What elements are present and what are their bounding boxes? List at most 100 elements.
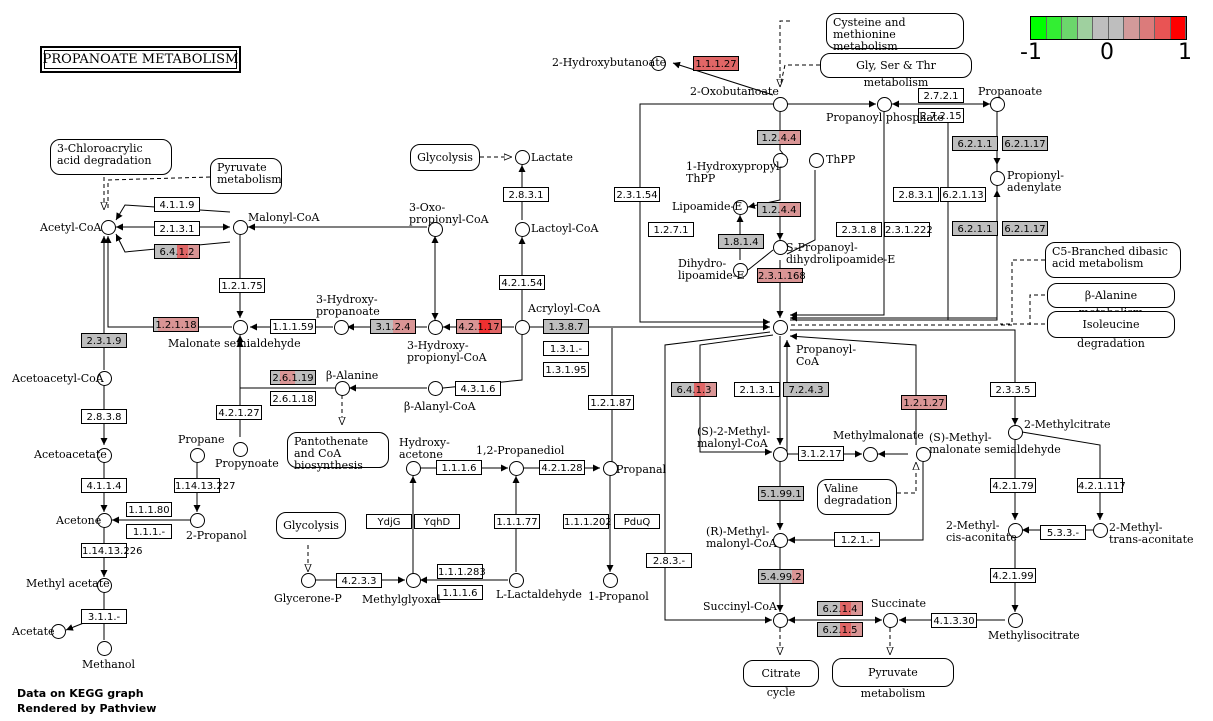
enzyme-node[interactable]: 6.2.1.1 (952, 221, 998, 236)
enzyme-node[interactable]: 5.3.3.- (1040, 525, 1086, 540)
compound-node[interactable] (189, 447, 205, 463)
enzyme-node[interactable]: 5.1.99.1 (758, 486, 804, 501)
enzyme-node[interactable]: 4.2.1.27 (216, 405, 262, 420)
enzyme-node[interactable]: 3.1.2.4 (370, 319, 416, 334)
enzyme-node[interactable]: 4.2.1.79 (990, 478, 1036, 493)
enzyme-node[interactable]: 2.1.3.1 (734, 382, 780, 397)
compound-node[interactable] (989, 96, 1005, 112)
enzyme-node[interactable]: 1.14.13.226 (81, 543, 142, 558)
enzyme-node[interactable]: 4.1.1.4 (81, 478, 127, 493)
compound-node[interactable] (732, 262, 748, 278)
enzyme-node[interactable]: 6.2.1.17 (1002, 136, 1048, 151)
compound-node[interactable] (189, 512, 205, 528)
compound-node[interactable] (772, 152, 788, 168)
pathway-map-link[interactable]: Gly, Ser & Thr metabolism (820, 53, 972, 89)
compound-node[interactable] (1092, 522, 1108, 538)
pathway-map-link[interactable]: C5-Branched dibasic acid metabolism (1045, 242, 1181, 278)
enzyme-node[interactable]: 1.1.1.283 (437, 564, 486, 579)
pathway-map-link[interactable]: Glycolysis (410, 144, 480, 171)
enzyme-node[interactable]: 1.3.8.7 (543, 319, 589, 334)
enzyme-node[interactable]: 1.2.4.4 (757, 202, 801, 217)
compound-node[interactable] (333, 319, 349, 335)
enzyme-node[interactable]: 2.6.1.19 (270, 370, 316, 385)
enzyme-node[interactable]: 5.4.99.2 (758, 569, 804, 584)
enzyme-node[interactable]: 1.3.1.- (543, 341, 589, 356)
enzyme-node[interactable]: 2.8.3.- (646, 553, 692, 568)
pathway-map-link[interactable]: Valine degradation (817, 479, 897, 515)
compound-node[interactable] (808, 152, 824, 168)
enzyme-node[interactable]: 4.2.1.17 (456, 319, 502, 334)
compound-node[interactable] (232, 441, 248, 457)
enzyme-node[interactable]: 1.1.1.6 (436, 460, 482, 475)
compound-node[interactable] (232, 319, 248, 335)
enzyme-node[interactable]: 4.2.1.28 (539, 460, 585, 475)
compound-node[interactable] (772, 612, 788, 628)
enzyme-node[interactable]: 1.2.1.75 (219, 278, 265, 293)
compound-node[interactable] (772, 532, 788, 548)
compound-node[interactable] (96, 447, 112, 463)
enzyme-node[interactable]: 1.1.1.6 (437, 585, 483, 600)
enzyme-node[interactable]: 7.2.4.3 (783, 382, 829, 397)
compound-node[interactable] (772, 446, 788, 462)
enzyme-node[interactable]: 1.8.1.4 (718, 234, 764, 249)
enzyme-node[interactable]: 1.1.1.202 (563, 514, 612, 529)
pathway-map-link[interactable]: Glycolysis (276, 512, 346, 539)
enzyme-node[interactable]: 2.6.1.18 (270, 391, 316, 406)
compound-node[interactable] (989, 170, 1005, 186)
pathway-map-link[interactable]: Isoleucine degradation (1047, 311, 1175, 350)
enzyme-node[interactable]: 2.7.2.1 (918, 88, 964, 103)
compound-node[interactable] (602, 572, 618, 588)
pathway-map-link[interactable]: Pyruvate metabolism (832, 658, 954, 700)
compound-node[interactable] (405, 572, 421, 588)
compound-node[interactable] (862, 446, 878, 462)
pathway-map-link[interactable]: β-Alanine metabolism (1047, 283, 1175, 319)
pathway-map-link[interactable]: Pantothenate and CoA biosynthesis (287, 432, 389, 472)
enzyme-node[interactable]: 1.2.1.18 (153, 317, 199, 332)
enzyme-node[interactable]: 2.3.1.168 (757, 268, 806, 283)
enzyme-node[interactable]: 4.3.1.6 (455, 381, 501, 396)
compound-node[interactable] (1007, 522, 1023, 538)
enzyme-node[interactable]: 1.1.1.80 (126, 502, 172, 517)
compound-node[interactable] (514, 221, 530, 237)
enzyme-node[interactable]: 1.2.4.4 (757, 130, 801, 145)
enzyme-node[interactable]: 2.3.1.9 (81, 333, 127, 348)
compound-node[interactable] (876, 96, 892, 112)
enzyme-node[interactable]: 4.2.1.99 (990, 568, 1036, 583)
enzyme-node[interactable]: 1.2.1.87 (588, 395, 634, 410)
compound-node[interactable] (50, 623, 66, 639)
enzyme-node[interactable]: 6.2.1.17 (1002, 221, 1048, 236)
compound-node[interactable] (334, 380, 350, 396)
enzyme-node[interactable]: 2.3.1.54 (614, 187, 660, 202)
compound-node[interactable] (772, 319, 788, 335)
compound-node[interactable] (405, 460, 421, 476)
enzyme-node[interactable]: 6.2.1.5 (817, 622, 863, 637)
compound-node[interactable] (508, 572, 524, 588)
compound-node[interactable] (96, 640, 112, 656)
enzyme-node[interactable]: PduQ (614, 514, 660, 529)
enzyme-node[interactable]: 1.1.1.59 (270, 319, 316, 334)
enzyme-node[interactable]: 6.2.1.4 (817, 601, 863, 616)
enzyme-node[interactable]: 1.1.1.- (126, 524, 172, 539)
enzyme-node[interactable]: 1.14.13.227 (174, 478, 235, 493)
compound-node[interactable] (772, 239, 788, 255)
enzyme-node[interactable]: 2.3.1.8 (836, 222, 882, 237)
compound-node[interactable] (915, 446, 931, 462)
compound-node[interactable] (650, 55, 666, 71)
compound-node[interactable] (732, 199, 748, 215)
enzyme-node[interactable]: 3.1.2.17 (798, 446, 844, 461)
compound-node[interactable] (300, 572, 316, 588)
compound-node[interactable] (96, 370, 112, 386)
enzyme-node[interactable]: 1.2.1.27 (901, 395, 947, 410)
compound-node[interactable] (1007, 612, 1023, 628)
enzyme-node[interactable]: 2.3.3.5 (990, 382, 1036, 397)
enzyme-node[interactable]: 1.2.7.1 (648, 222, 694, 237)
compound-node[interactable] (514, 149, 530, 165)
enzyme-node[interactable]: YdjG (366, 514, 412, 529)
compound-node[interactable] (427, 221, 443, 237)
enzyme-node[interactable]: 1.3.1.95 (543, 362, 589, 377)
enzyme-node[interactable]: 6.2.1.13 (940, 187, 986, 202)
compound-node[interactable] (772, 96, 788, 112)
compound-node[interactable] (427, 380, 443, 396)
enzyme-node[interactable]: 4.2.3.3 (336, 573, 382, 588)
enzyme-node[interactable]: 2.8.3.8 (81, 409, 127, 424)
